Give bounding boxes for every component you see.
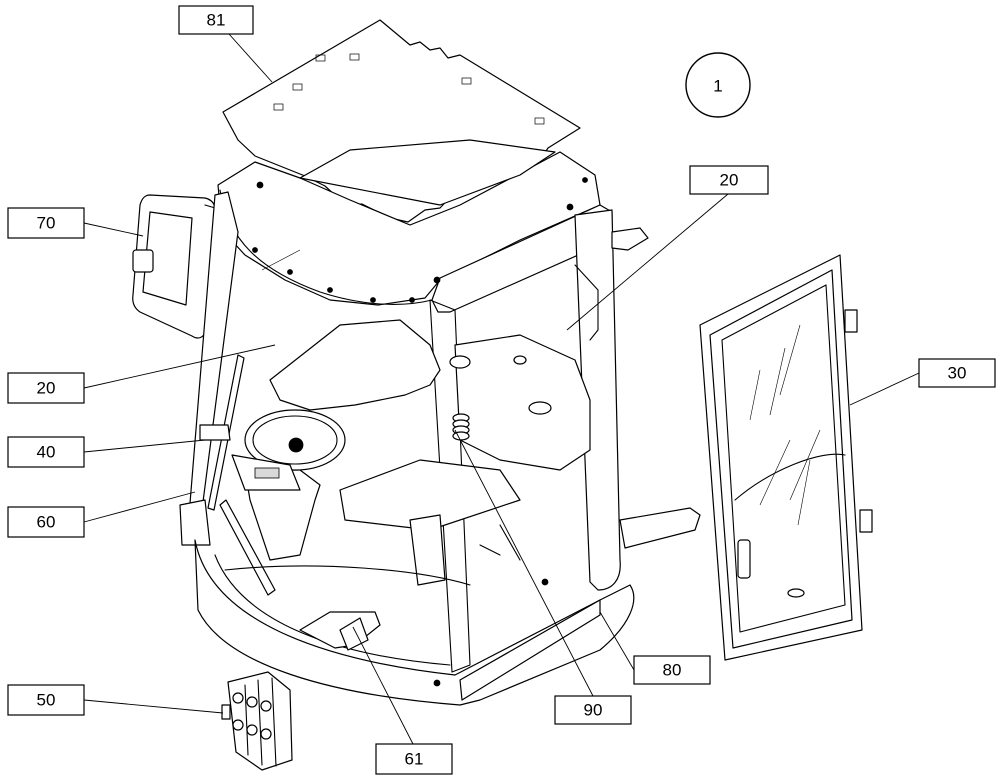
cab-interior bbox=[269, 319, 591, 586]
callout-60-text: 60 bbox=[37, 513, 56, 532]
callout-61: 61 bbox=[375, 743, 453, 775]
callout-30: 30 bbox=[918, 358, 996, 388]
callout-80-text: 80 bbox=[663, 661, 682, 680]
callout-60: 60 bbox=[7, 506, 85, 538]
callout-70: 70 bbox=[7, 207, 85, 239]
mirror-70 bbox=[132, 194, 223, 339]
wiper-60 bbox=[199, 354, 276, 596]
rear-pillar bbox=[574, 209, 701, 591]
pedals-61 bbox=[299, 611, 381, 651]
callout-61-text: 61 bbox=[405, 750, 424, 769]
callout-81: 81 bbox=[178, 5, 254, 35]
steering-console-40 bbox=[231, 409, 346, 561]
callout-20a-text: 20 bbox=[37, 379, 56, 398]
callout-81-text: 81 bbox=[207, 11, 226, 30]
cab-floor-80 bbox=[179, 499, 635, 706]
callout-40: 40 bbox=[7, 436, 85, 468]
door-30 bbox=[699, 254, 873, 661]
callout-90: 90 bbox=[554, 695, 632, 725]
callout-80: 80 bbox=[633, 655, 711, 685]
leader-lines bbox=[83, 33, 920, 745]
sheet-number-badge: 1 bbox=[685, 52, 751, 118]
callout-30-text: 30 bbox=[948, 364, 967, 383]
callout-20-rear: 20 bbox=[689, 165, 769, 195]
valve-block-50 bbox=[221, 671, 293, 771]
cab-roof-frame bbox=[217, 139, 613, 313]
callout-20b-text: 20 bbox=[720, 171, 739, 190]
callout-90-text: 90 bbox=[584, 701, 603, 720]
callout-50-text: 50 bbox=[37, 691, 56, 710]
callout-20-windscreen: 20 bbox=[7, 372, 85, 404]
callout-40-text: 40 bbox=[37, 443, 56, 462]
windscreen-20 bbox=[187, 191, 471, 673]
callout-50: 50 bbox=[7, 684, 85, 716]
callout-70-text: 70 bbox=[37, 214, 56, 233]
sheet-number: 1 bbox=[713, 77, 722, 96]
